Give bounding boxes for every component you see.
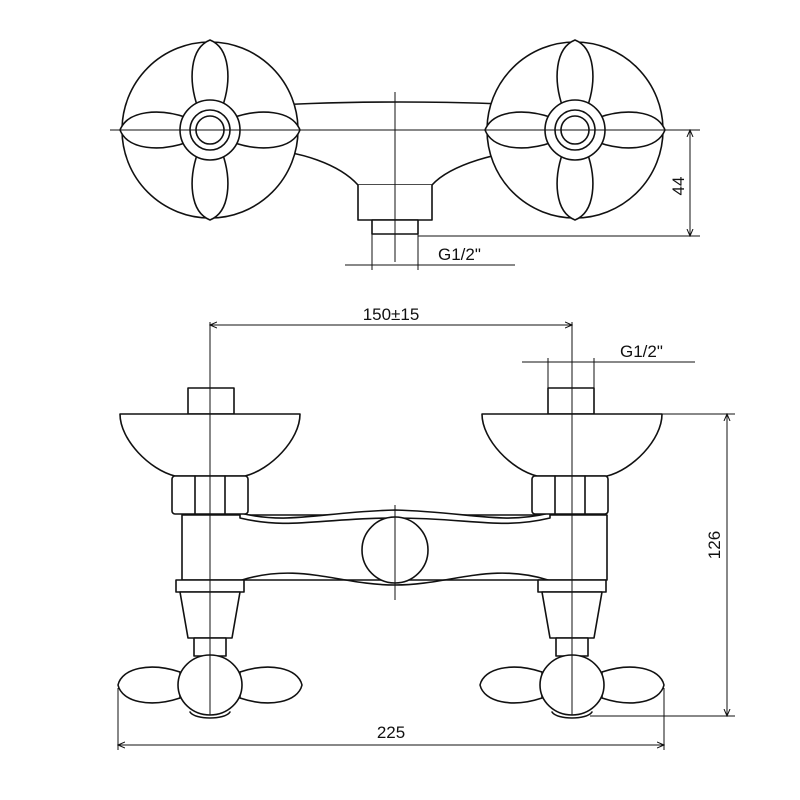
left-lever-down: [191, 151, 229, 221]
left-lever-cap: [189, 711, 231, 719]
top-view: 44 G1/2": [110, 39, 700, 270]
right-lever-cap: [551, 711, 593, 719]
right-hex-nut: [531, 475, 609, 515]
top-thread-label: G1/2": [438, 245, 481, 264]
dim-150-label: 150±15: [363, 305, 420, 324]
right-lever-up: [556, 39, 594, 109]
left-lever-right-arm: [239, 666, 303, 704]
dim-225-label: 225: [377, 723, 405, 742]
left-lever-up: [191, 39, 229, 109]
side-thread-label: G1/2": [620, 342, 663, 361]
dim-126-label: 126: [705, 531, 724, 559]
top-view-left-handle: [119, 39, 301, 221]
left-thread-stub: [187, 387, 235, 415]
dim-44-label: 44: [669, 177, 688, 196]
right-lever-right-arm: [601, 666, 665, 704]
front-view: 150±15 G1/2" 126 225: [118, 305, 735, 750]
left-lever-left-arm: [117, 666, 181, 704]
right-lever-down: [556, 151, 594, 221]
right-thread-stub: [547, 387, 595, 415]
right-lever-left-arm: [479, 666, 543, 704]
